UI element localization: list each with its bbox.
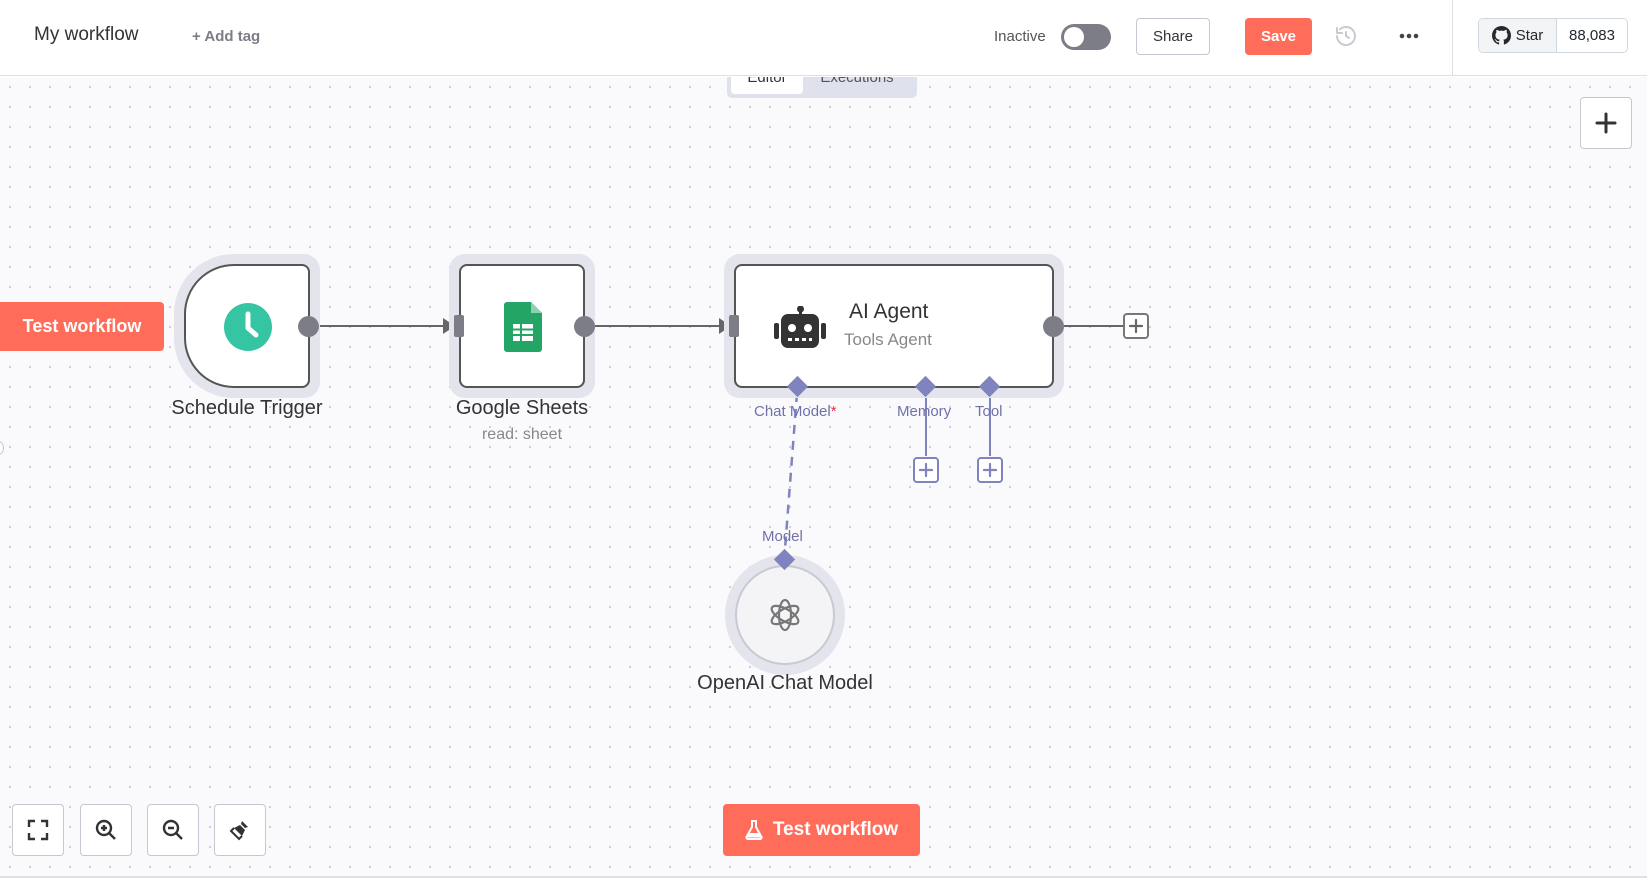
sheets-output-port[interactable] (574, 316, 595, 337)
share-button[interactable]: Share (1136, 18, 1210, 55)
tool-port-label: Tool (975, 403, 1003, 420)
test-workflow-label: Test workflow (772, 819, 899, 840)
broom-icon (229, 821, 248, 841)
view-tabs: Editor Executions (727, 77, 917, 98)
github-star-widget[interactable]: Star 88,083 (1478, 18, 1628, 53)
add-memory-button[interactable] (913, 457, 939, 483)
ai-agent-node[interactable]: AI Agent Tools Agent (734, 264, 1054, 388)
zoom-out-icon (162, 819, 183, 840)
save-button[interactable]: Save (1245, 18, 1312, 55)
openai-chat-model-node[interactable] (735, 565, 835, 665)
connection-model-dashed (782, 392, 799, 563)
canvas-bottom-border (0, 876, 1647, 878)
header-divider (1452, 0, 1453, 76)
google-sheets-icon (504, 302, 542, 352)
workflow-name[interactable]: My workflow (34, 24, 139, 45)
zoom-to-fit-button[interactable] (12, 804, 64, 856)
workflow-canvas[interactable]: Editor Executions Test workflow Schedule… (0, 77, 1647, 877)
flask-icon (745, 820, 763, 840)
required-marker: * (830, 403, 837, 420)
plus-icon (983, 463, 997, 477)
activation-toggle[interactable] (1061, 24, 1111, 50)
robot-icon (774, 306, 826, 348)
test-workflow-side-button[interactable]: Test workflow (0, 302, 164, 351)
agent-input-port[interactable] (729, 315, 739, 337)
zoom-in-icon (95, 819, 116, 840)
github-star-button[interactable]: Star (1479, 19, 1557, 52)
zoom-in-button[interactable] (80, 804, 132, 856)
plus-icon (919, 463, 933, 477)
plus-icon (1595, 112, 1617, 134)
google-sheets-label: Google Sheets (455, 397, 589, 419)
plus-icon (1129, 319, 1143, 333)
fit-view-icon (27, 819, 49, 841)
agent-output-port[interactable] (1043, 316, 1064, 337)
github-star-count[interactable]: 88,083 (1557, 19, 1627, 52)
top-header: My workflow + Add tag Inactive Share Sav… (0, 0, 1647, 76)
chat-model-port-text: Chat Model (754, 403, 831, 420)
sheets-input-port[interactable] (454, 315, 464, 337)
tab-executions[interactable]: Executions (820, 77, 894, 86)
test-workflow-button[interactable]: Test workflow (723, 804, 920, 856)
model-port-label: Model (762, 528, 803, 545)
toggle-knob (1064, 27, 1084, 47)
ai-agent-title: AI Agent (849, 300, 929, 323)
schedule-trigger-node[interactable] (184, 264, 310, 388)
add-node-button[interactable] (1580, 97, 1632, 149)
memory-port-label: Memory (897, 403, 952, 420)
add-tag-button[interactable]: + Add tag (192, 28, 261, 45)
github-icon (1491, 26, 1511, 45)
google-sheets-node[interactable] (459, 264, 585, 388)
schedule-trigger-label: Schedule Trigger (171, 397, 323, 419)
github-star-label: Star (1515, 27, 1544, 44)
zoom-out-button[interactable] (147, 804, 199, 856)
schedule-output-port[interactable] (298, 316, 319, 337)
connections-layer (309, 318, 1124, 563)
tidy-up-button[interactable] (214, 804, 266, 856)
openai-icon (770, 598, 800, 632)
ai-agent-subtitle: Tools Agent (844, 330, 932, 349)
history-icon[interactable] (1334, 24, 1358, 48)
clock-icon (224, 303, 272, 351)
chat-model-port-label: Chat Model* (754, 403, 837, 420)
tab-editor[interactable]: Editor (731, 77, 803, 94)
google-sheets-subtitle: read: sheet (481, 426, 563, 443)
more-options-icon[interactable] (1397, 24, 1421, 48)
add-tool-button[interactable] (977, 457, 1003, 483)
activation-status-label: Inactive (994, 28, 1046, 45)
openai-chat-model-label: OpenAI Chat Model (697, 672, 873, 694)
add-next-node-button[interactable] (1123, 313, 1149, 339)
